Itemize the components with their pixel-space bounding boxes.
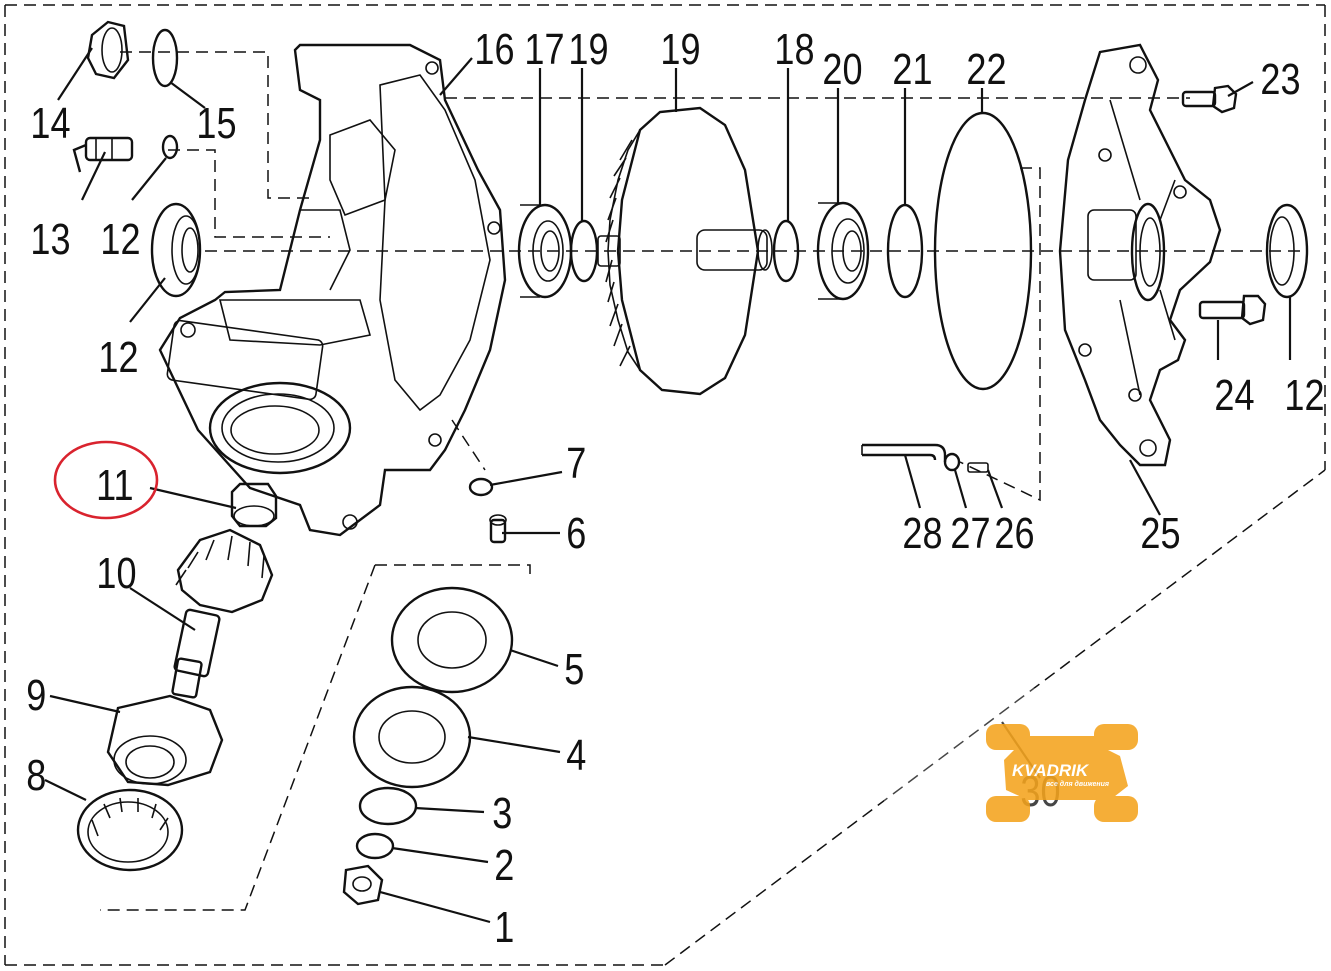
- leader-lines: [44, 47, 1292, 924]
- highlight-circle-11: [53, 440, 159, 520]
- callout-11: 11: [96, 461, 133, 510]
- breather-hose-29: [861, 443, 947, 462]
- callout-2: 2: [494, 841, 514, 890]
- shim-19-left: [569, 219, 599, 283]
- shim-4: [352, 685, 472, 789]
- drain-plug-15: [86, 20, 130, 80]
- assembly-lines: [100, 51, 1300, 911]
- callout-10: 10: [96, 549, 136, 598]
- ring-gear-20: [597, 106, 773, 396]
- callout-22: 21: [892, 45, 932, 94]
- kvadrik-watermark-logo: KVADRIK все для движения: [884, 688, 1224, 868]
- callout-9: 9: [26, 671, 46, 720]
- nut-1: [342, 864, 384, 906]
- bearing-21: [816, 201, 870, 301]
- callout-20: 19: [660, 25, 700, 74]
- callout-14: 13: [30, 215, 70, 264]
- callout-29: 28: [902, 509, 942, 558]
- callout-26: 25: [1140, 509, 1180, 558]
- callout-13: 12: [100, 215, 140, 264]
- washer-13: [161, 134, 179, 160]
- callout-6: 6: [566, 509, 586, 558]
- bolt-25: [1198, 294, 1267, 326]
- callout-labels: 14 15 13 12 12 16 17 19 19 18 20 21 22 2…: [26, 25, 1324, 952]
- callout-3: 3: [492, 789, 512, 838]
- cover-26: [1058, 43, 1222, 467]
- callout-4: 4: [566, 731, 586, 780]
- callout-25: 24: [1214, 371, 1254, 420]
- washer-3: [358, 786, 418, 826]
- breather-fitting-14: [72, 136, 134, 173]
- fitting-27: [967, 462, 989, 473]
- callout-24: 23: [1260, 55, 1300, 104]
- callout-17: 16: [474, 25, 514, 74]
- oil-seal-12-right: [1265, 203, 1309, 299]
- watermark-brand: KVADRIK: [1012, 761, 1090, 780]
- callout-5: 5: [564, 645, 584, 694]
- pinion-gear-10: [171, 528, 274, 699]
- callout-7: 7: [566, 439, 586, 488]
- washer-2: [355, 832, 395, 860]
- callout-23: 22: [966, 45, 1006, 94]
- shim-19-right: [772, 219, 800, 283]
- diagram-frame: [4, 4, 1326, 966]
- oil-seal-12-left: [150, 202, 202, 298]
- callout-18: 17: [524, 25, 564, 74]
- callout-15: 14: [30, 99, 70, 148]
- watermark-tagline: все для движения: [1046, 780, 1109, 788]
- callout-21: 20: [822, 45, 862, 94]
- shim-5: [390, 586, 514, 694]
- hose-clamp-28: [943, 452, 961, 472]
- callout-19-right: 18: [774, 25, 814, 74]
- housing-17: [158, 43, 507, 537]
- washer-7: [468, 477, 494, 497]
- bushing-11: [230, 482, 278, 528]
- callout-12-left: 12: [98, 333, 138, 382]
- callout-27: 26: [994, 509, 1034, 558]
- drain-bolt-6: [489, 514, 507, 544]
- callout-8: 8: [26, 751, 46, 800]
- bearing-18: [517, 203, 573, 299]
- o-ring-16: [151, 28, 179, 88]
- bearing-9: [106, 694, 224, 787]
- bolt-24: [1181, 84, 1238, 114]
- callout-1: 1: [494, 903, 514, 952]
- callout-12-right: 12: [1284, 371, 1324, 420]
- callout-16: 15: [196, 99, 236, 148]
- callout-19-left: 19: [568, 25, 608, 74]
- callout-28: 27: [950, 509, 990, 558]
- oil-seal-8: [76, 788, 184, 872]
